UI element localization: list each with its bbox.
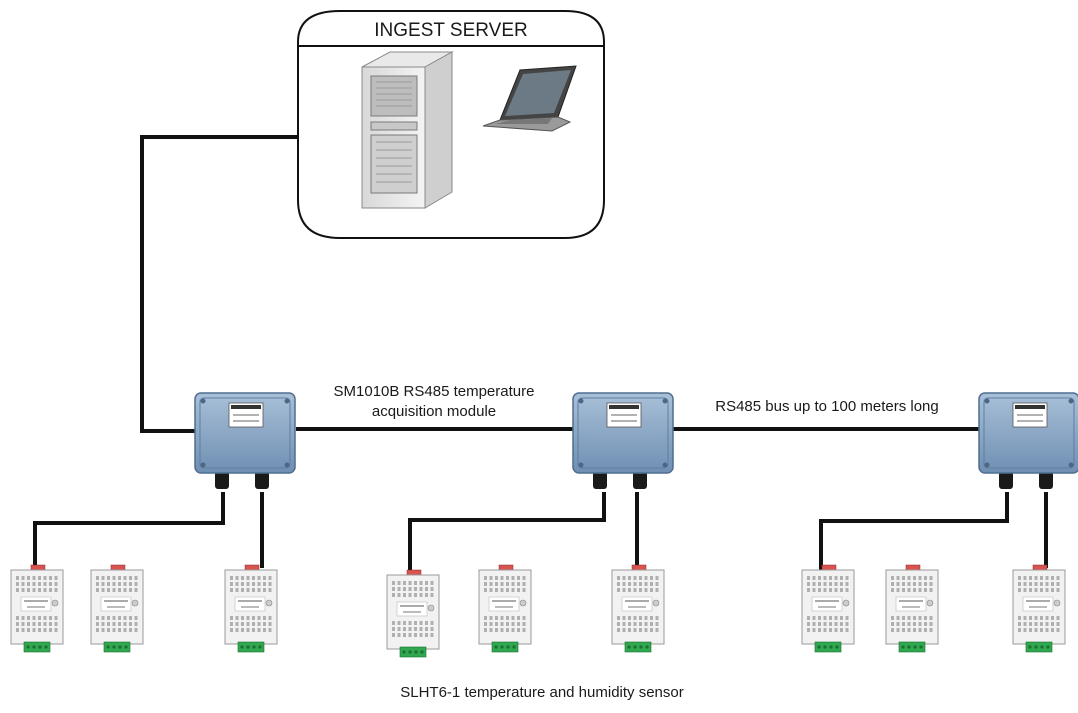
server-title: INGEST SERVER — [374, 20, 527, 41]
sensor-device-icon — [478, 564, 532, 653]
sensor-wire — [408, 492, 606, 575]
module-label-line1: SM1010B RS485 temperature — [334, 383, 535, 400]
sensor-wire — [33, 492, 225, 570]
sensor-wire — [819, 492, 1009, 570]
module-label-line2: acquisition module — [372, 403, 496, 420]
modules-group — [194, 392, 1078, 489]
ingest-server-group: INGEST SERVER — [297, 10, 605, 239]
sensor-device-icon — [90, 564, 144, 653]
laptop-icon — [482, 65, 577, 132]
sensor-device-icon — [386, 569, 440, 658]
junction-box-icon — [194, 392, 296, 489]
sensor-device-icon — [611, 564, 665, 653]
sensor-device-icon — [1012, 564, 1066, 653]
junction-box-icon — [572, 392, 674, 489]
junction-box-icon — [978, 392, 1078, 489]
sensor-label: SLHT6-1 temperature and humidity sensor — [400, 684, 683, 701]
sensor-device-icon — [801, 564, 855, 653]
bus-label: RS485 bus up to 100 meters long — [715, 398, 938, 415]
server-to-module-wire — [140, 135, 362, 433]
sensor-device-icon — [224, 564, 278, 653]
sensors-group — [10, 564, 1066, 658]
sensor-device-icon — [885, 564, 939, 653]
sensor-device-icon — [10, 564, 64, 653]
server-tower-icon — [361, 51, 454, 209]
wiring — [33, 135, 1048, 575]
